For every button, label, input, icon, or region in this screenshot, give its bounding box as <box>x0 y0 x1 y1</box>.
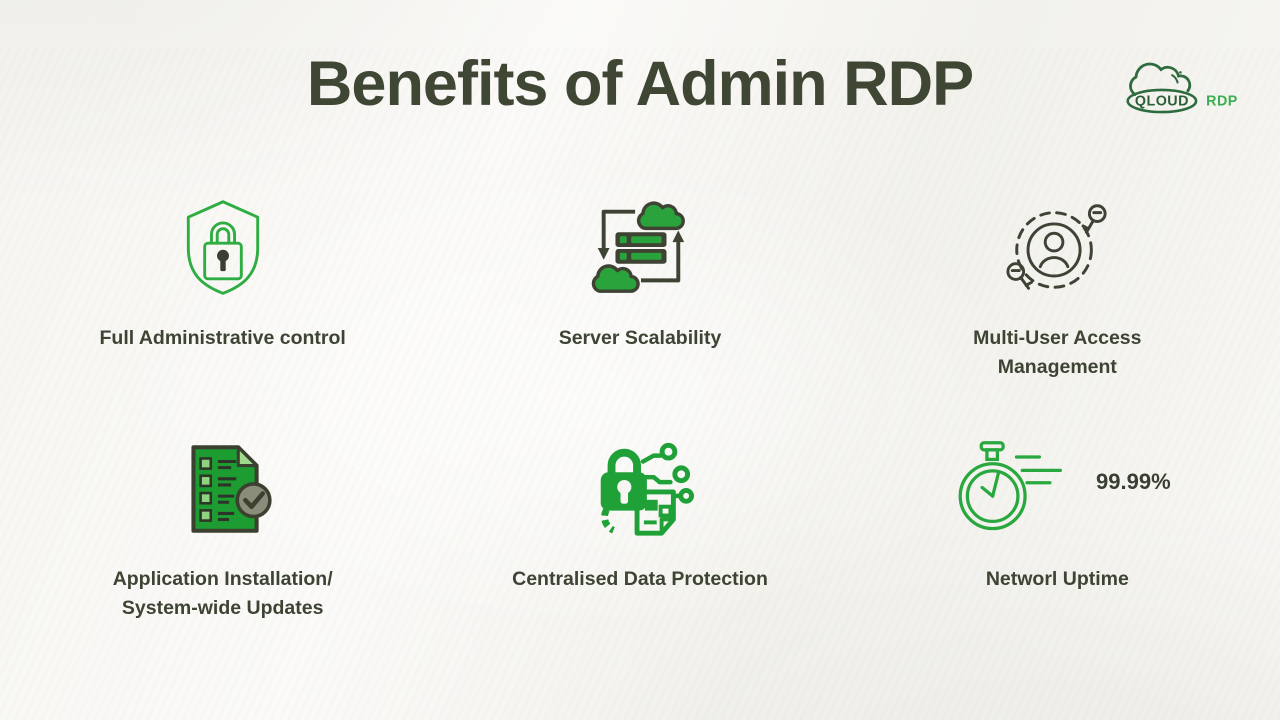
benefit-label: Server Scalability <box>558 327 722 349</box>
cloud-logo-icon: QLOUD RDP <box>1126 62 1238 114</box>
checklist-document-icon <box>167 429 279 549</box>
benefit-label: Multi-User Access Management <box>973 327 1142 379</box>
page-title: Benefits of Admin RDP <box>306 49 974 119</box>
benefit-label: Application Installation/ System-wide Up… <box>112 567 333 619</box>
benefit-card-scalability: Server Scalability <box>431 188 848 383</box>
stopwatch-icon <box>958 441 1063 531</box>
shield-lock-icon <box>170 188 276 308</box>
benefit-card-app-install: Application Installation/ System-wide Up… <box>14 429 431 624</box>
benefits-grid: Full Administrative control <box>0 188 1280 623</box>
qloudrdp-logo: QLOUD RDP <box>1124 62 1246 116</box>
benefit-label: Full Administrative control <box>99 327 346 349</box>
data-protection-icon <box>586 429 694 549</box>
benefit-card-multi-user: Multi-User Access Management <box>849 188 1266 383</box>
benefit-card-admin-control: Full Administrative control <box>14 188 431 383</box>
benefit-card-data-protection: Centralised Data Protection <box>431 429 848 624</box>
multi-user-access-icon <box>1003 188 1111 308</box>
benefit-label: Centralised Data Protection <box>512 567 768 590</box>
logo-word1: QLOUD <box>1135 94 1189 110</box>
cloud-server-sync-icon <box>586 188 694 308</box>
benefit-label: Networl Uptime <box>985 567 1129 590</box>
uptime-stat: 99.99% <box>1096 468 1171 494</box>
logo-word2: RDP <box>1206 94 1238 110</box>
benefit-card-uptime: 99.99% Networl Uptime <box>849 429 1266 624</box>
